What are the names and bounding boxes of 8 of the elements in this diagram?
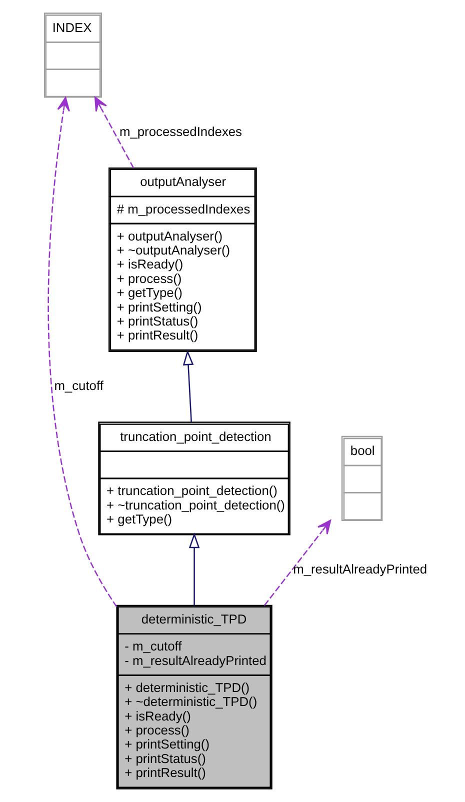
arrow: [47, 96, 117, 608]
arrow: [188, 532, 200, 606]
arrow: [94, 96, 134, 168]
edge-label: m_processedIndexes: [118, 124, 242, 139]
edge-label: m_cutoff: [54, 378, 103, 394]
arrow: [182, 350, 194, 422]
arrow: [263, 520, 331, 606]
edge-label: m_resultAlreadyPrinted: [292, 561, 427, 576]
